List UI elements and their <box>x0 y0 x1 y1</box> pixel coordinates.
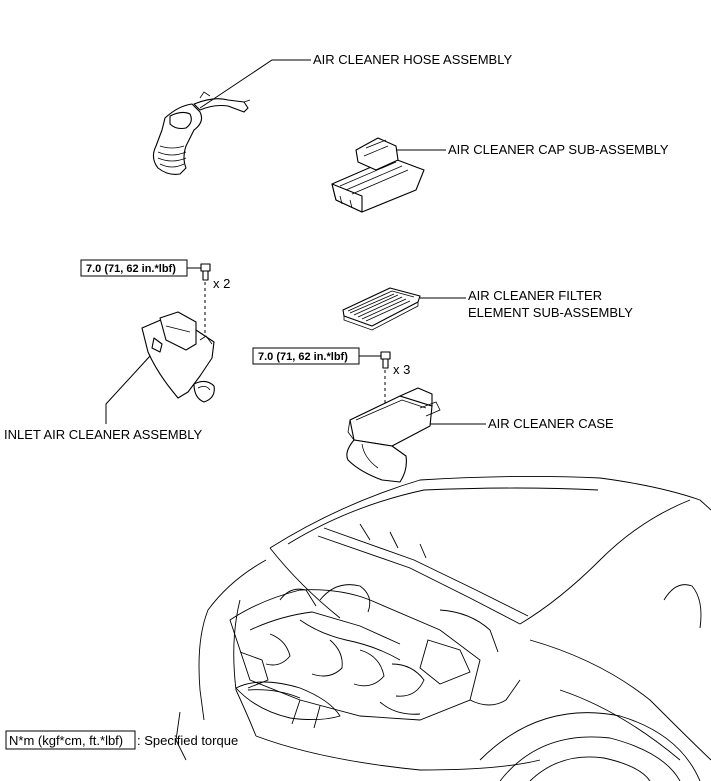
inlet-torque-value: 7.0 (71, 62 in.*lbf) <box>86 263 176 275</box>
legend-torque-box <box>5 730 136 750</box>
case-bolt-icon <box>380 351 391 369</box>
air-cleaner-case <box>346 387 441 483</box>
inlet-bolt-quantity: x 2 <box>213 276 230 291</box>
air-cleaner-filter-element <box>342 287 421 331</box>
vehicle-engine-bay-illustration <box>175 475 711 781</box>
case-torque-value: 7.0 (71, 62 in.*lbf) <box>258 351 348 363</box>
legend-description: : Specified torque <box>137 733 238 748</box>
air-cleaner-cap-label: AIR CLEANER CAP SUB-ASSEMBLY <box>448 142 669 157</box>
inlet-air-cleaner-assembly <box>141 311 215 403</box>
air-cleaner-hose-label: AIR CLEANER HOSE ASSEMBLY <box>313 52 512 67</box>
legend-torque-units: N*m (kgf*cm, ft.*lbf) <box>9 733 123 748</box>
air-cleaner-case-label: AIR CLEANER CASE <box>488 416 614 431</box>
inlet-bolt-icon <box>200 263 211 281</box>
case-bolt-quantity: x 3 <box>393 362 410 377</box>
air-cleaner-cap-sub-assembly <box>331 137 425 213</box>
air-cleaner-hose-assembly <box>152 91 251 175</box>
hose-leader-line <box>199 59 311 109</box>
inlet-air-cleaner-label: INLET AIR CLEANER ASSEMBLY <box>4 427 203 442</box>
air-cleaner-filter-label-line1: AIR CLEANER FILTER <box>468 288 602 303</box>
inlet-leader-line <box>105 355 151 424</box>
air-cleaner-filter-label-line2: ELEMENT SUB-ASSEMBLY <box>468 305 633 320</box>
